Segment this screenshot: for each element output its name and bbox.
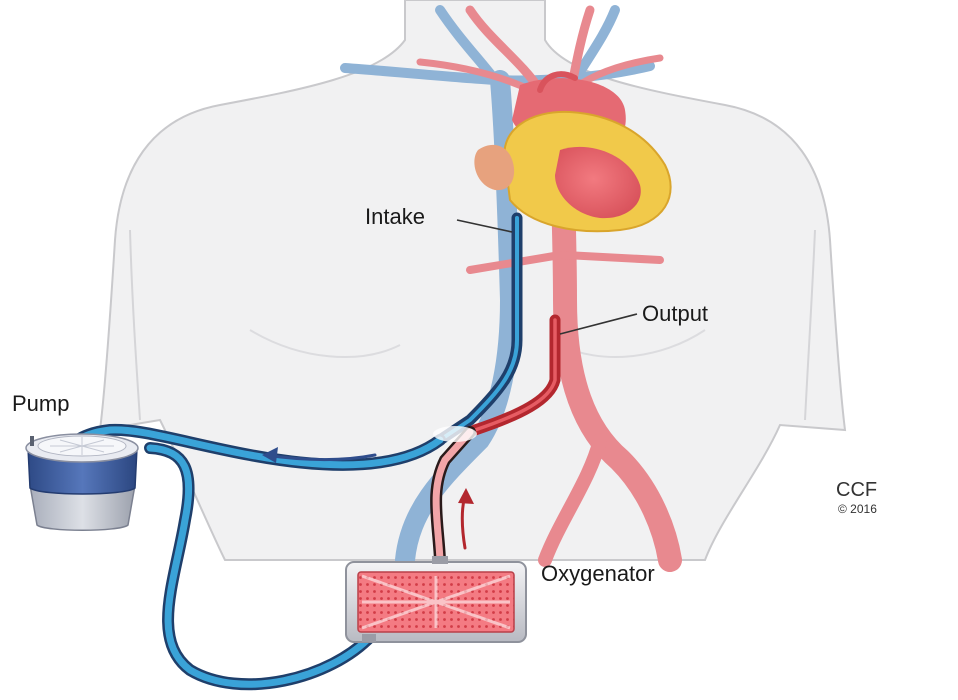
carotid-artery-left [465, 5, 545, 95]
output-cannula-highlight [473, 318, 557, 432]
pump-label: Pump [12, 391, 70, 416]
flow-arrow-from-oxygenator [458, 488, 474, 550]
torso-silhouette [98, 0, 847, 561]
insertion-site [433, 426, 477, 442]
output-label: Output [642, 301, 709, 326]
pump-device [25, 433, 139, 531]
tube-to-pump-inner [74, 426, 444, 469]
intake-label: Intake [365, 204, 425, 229]
jugular-vein-right [573, 5, 620, 80]
flow-arrow-to-pump [262, 447, 377, 463]
oxygenator-device [345, 556, 527, 643]
tube-oxygenator-to-body-inner [432, 428, 474, 564]
tube-pump-to-oxygenator-inner [146, 444, 376, 688]
left-arm-outline [129, 229, 141, 421]
intake-cannula-highlight [438, 216, 519, 442]
output-leader-line [559, 313, 638, 335]
heart [474, 71, 672, 233]
credit-year: © 2016 [838, 502, 877, 516]
iliac-artery-left [538, 433, 607, 567]
credit-org: CCF [836, 479, 878, 501]
right-arm-outline [804, 229, 816, 421]
oxygenator-label: Oxygenator [541, 561, 655, 586]
intake-leader-line [456, 219, 513, 233]
chest-contour-left [249, 329, 401, 358]
